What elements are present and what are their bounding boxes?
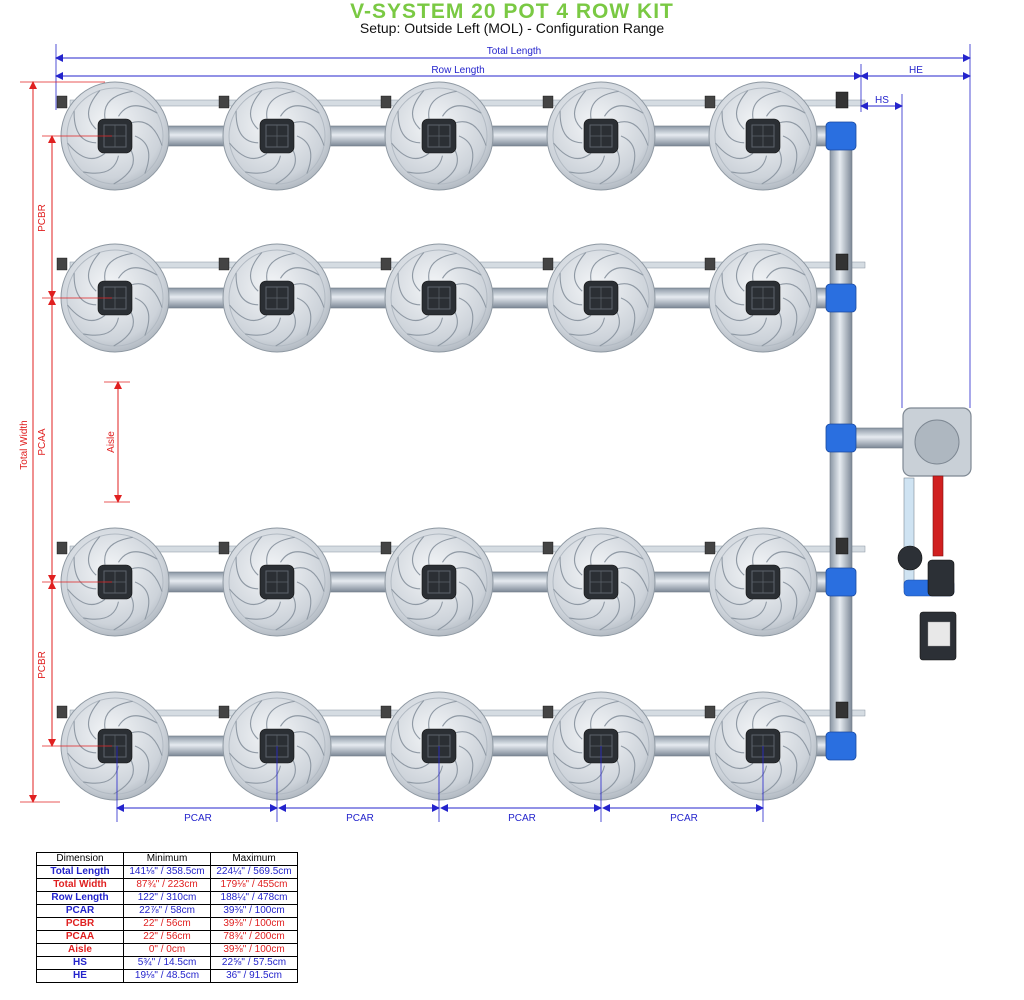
table-cell-dimension: Total Length: [36, 865, 124, 879]
table-cell-min: 22⅞" / 58cm: [123, 904, 211, 918]
pot-icon: [380, 81, 494, 191]
table-cell-min: 122" / 310cm: [123, 891, 211, 905]
blue-tee-fitting: [825, 423, 857, 453]
pot-icon: [380, 243, 494, 353]
return-hose: [903, 477, 915, 589]
pot-icon: [542, 243, 656, 353]
pot-icon: [380, 527, 494, 637]
header-maximum: Maximum: [210, 852, 298, 866]
table-cell-min: 5¾" / 14.5cm: [123, 956, 211, 970]
table-cell-max: 22⅝" / 57.5cm: [210, 956, 298, 970]
label-he: HE: [909, 65, 923, 76]
table-cell-dimension: Aisle: [36, 943, 124, 957]
table-cell-dimension: PCBR: [36, 917, 124, 931]
label-hs: HS: [875, 95, 889, 106]
table-cell-dimension: HS: [36, 956, 124, 970]
table-cell-min: 87¾" / 223cm: [123, 878, 211, 892]
valve-icon: [835, 701, 849, 719]
table-cell-dimension: Total Width: [36, 878, 124, 892]
table-cell-min: 22" / 56cm: [123, 917, 211, 931]
layout-diagram: Total Length Row Length HE HS Total Widt…: [19, 44, 972, 824]
label-aisle: Aisle: [106, 431, 117, 453]
header-minimum: Minimum: [123, 852, 211, 866]
pump-icon: [897, 545, 923, 571]
table-cell-max: 36" / 91.5cm: [210, 969, 298, 983]
label-total-length: Total Length: [487, 46, 542, 57]
pot-icon: [218, 527, 332, 637]
pot-icon: [56, 527, 170, 637]
pot-icon: [542, 527, 656, 637]
table-cell-max: 188¼" / 478cm: [210, 891, 298, 905]
valve-icon: [835, 253, 849, 271]
pot-icon: [380, 691, 494, 801]
table-cell-max: 179⅛" / 455cm: [210, 878, 298, 892]
label-pcar-2: PCAR: [346, 813, 374, 824]
pot-icon: [704, 527, 818, 637]
page-subtitle: Setup: Outside Left (MOL) - Configuratio…: [359, 20, 665, 36]
label-pcbr-bottom: PCBR: [37, 651, 48, 679]
label-pcar-1: PCAR: [184, 813, 212, 824]
table-cell-max: 78¾" / 200cm: [210, 930, 298, 944]
table-header-row: Dimension Minimum Maximum: [36, 852, 298, 866]
red-pipe: [932, 475, 944, 557]
dimension-lines: [20, 44, 971, 822]
page-title: V-SYSTEM 20 POT 4 ROW KIT: [350, 0, 674, 23]
table-cell-min: 22" / 56cm: [123, 930, 211, 944]
table-cell-max: 39⅜" / 100cm: [210, 943, 298, 957]
pot-icon: [218, 81, 332, 191]
table-cell-max: 224¼" / 569.5cm: [210, 865, 298, 879]
pot-icon: [56, 243, 170, 353]
pot-icon: [704, 81, 818, 191]
pot-grid: [56, 81, 818, 801]
blue-fitting: [825, 567, 857, 597]
pot-icon: [542, 81, 656, 191]
reservoir-lid: [914, 419, 960, 465]
pot-icon: [56, 81, 170, 191]
table-cell-dimension: HE: [36, 969, 124, 983]
blue-fitting: [825, 731, 857, 761]
header-dimension: Dimension: [36, 852, 124, 866]
table-cell-min: 141⅛" / 358.5cm: [123, 865, 211, 879]
table-cell-dimension: PCAR: [36, 904, 124, 918]
pot-icon: [218, 243, 332, 353]
pot-icon: [218, 691, 332, 801]
table-cell-min: 19⅛" / 48.5cm: [123, 969, 211, 983]
label-pcbr-top: PCBR: [37, 204, 48, 232]
table-cell-dimension: PCAA: [36, 930, 124, 944]
pot-icon: [704, 691, 818, 801]
reservoir-equipment: [897, 407, 972, 661]
label-pcaa: PCAA: [37, 428, 48, 456]
pot-icon: [704, 243, 818, 353]
blue-fitting: [825, 121, 857, 151]
pot-icon: [542, 691, 656, 801]
table-cell-dimension: Row Length: [36, 891, 124, 905]
label-row-length: Row Length: [431, 65, 484, 76]
valve-icon: [835, 537, 849, 555]
pipework: [69, 91, 913, 761]
controller-label: [927, 621, 951, 647]
table-cell-max: 39⅜" / 100cm: [210, 904, 298, 918]
label-pcar-3: PCAR: [508, 813, 536, 824]
blue-fitting: [825, 283, 857, 313]
pump-body: [927, 559, 955, 597]
label-pcar-4: PCAR: [670, 813, 698, 824]
pot-icon: [56, 691, 170, 801]
label-total-width: Total Width: [19, 420, 30, 469]
table-cell-min: 0" / 0cm: [123, 943, 211, 957]
table-cell-max: 39⅜" / 100cm: [210, 917, 298, 931]
valve-icon: [835, 91, 849, 109]
